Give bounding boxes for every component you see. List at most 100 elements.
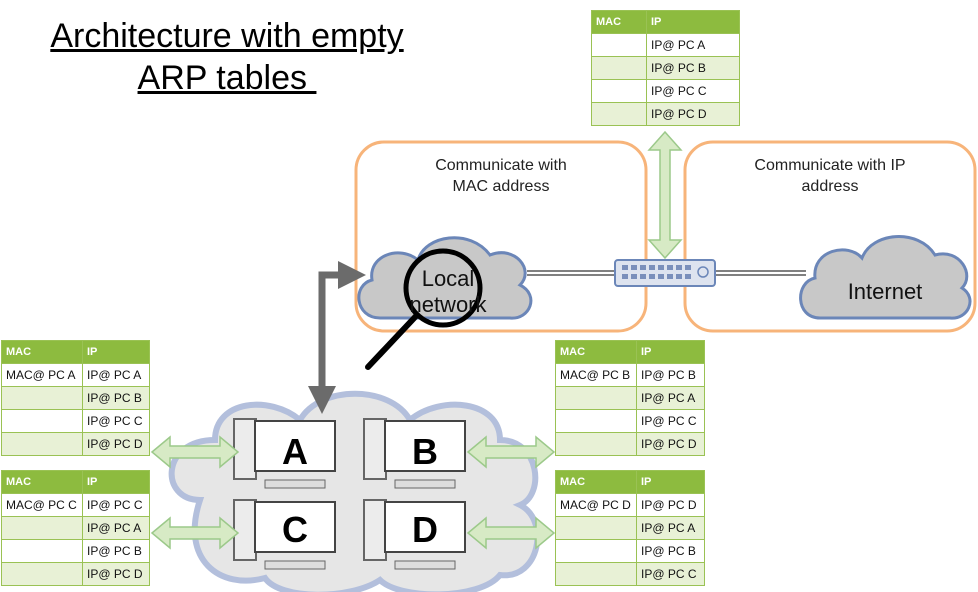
table-cell: IP@ PC D bbox=[636, 493, 705, 517]
ip-header: IP bbox=[636, 470, 705, 494]
pc-a-label: A bbox=[282, 431, 308, 472]
table-row: IP@ PC D bbox=[1, 432, 150, 456]
diagram-title-line-1: Architecture with empty bbox=[50, 17, 404, 55]
table-cell: IP@ PC A bbox=[82, 363, 150, 387]
desktop-pc-icon bbox=[363, 418, 466, 489]
table-cell bbox=[555, 539, 637, 563]
table-cell bbox=[1, 432, 83, 456]
table-row: IP@ PC B bbox=[591, 56, 740, 80]
lan-zone bbox=[354, 140, 648, 333]
table-row: IP@ PC C bbox=[1, 409, 150, 433]
table-row: IP@ PC A bbox=[591, 33, 740, 57]
desktop-pc-icon bbox=[363, 499, 466, 570]
mac-header: MAC bbox=[555, 340, 637, 364]
table-cell bbox=[1, 386, 83, 410]
ip-header: IP bbox=[636, 340, 705, 364]
table-cell bbox=[555, 386, 637, 410]
table-row: IP@ PC D bbox=[555, 432, 705, 456]
table-cell: IP@ PC B bbox=[646, 56, 740, 80]
pc-c-table-arrow bbox=[150, 516, 240, 550]
table-cell: MAC@ PC A bbox=[1, 363, 83, 387]
ip-header: IP bbox=[82, 340, 150, 364]
table-cell bbox=[1, 539, 83, 563]
pc-c-label: C bbox=[282, 509, 308, 550]
pc-group-cloud bbox=[168, 390, 541, 592]
table-row: IP@ PC A bbox=[555, 386, 705, 410]
internet-label: Internet bbox=[847, 279, 923, 304]
table-cell bbox=[1, 562, 83, 586]
table-row: IP@ PC A bbox=[555, 516, 705, 540]
table-cell bbox=[591, 33, 647, 57]
table-cell: IP@ PC A bbox=[636, 516, 705, 540]
table-cell bbox=[1, 516, 83, 540]
table-cell: IP@ PC C bbox=[636, 409, 705, 433]
table-cell: IP@ PC A bbox=[636, 386, 705, 410]
ip-header: IP bbox=[646, 10, 740, 34]
wan-zone bbox=[683, 140, 977, 333]
pc-a-table-arrow bbox=[150, 435, 240, 469]
network-switch-icon bbox=[614, 259, 716, 287]
table-cell: IP@ PC C bbox=[82, 493, 150, 517]
table-cell: MAC@ PC C bbox=[1, 493, 83, 517]
local-network-cloud bbox=[357, 236, 533, 320]
table-cell bbox=[591, 102, 647, 126]
wan-zone-label: Communicate with IP address bbox=[754, 157, 906, 195]
table-row: IP@ PC C bbox=[591, 79, 740, 103]
pc-d-table-arrow bbox=[466, 516, 556, 550]
table-cell: MAC@ PC D bbox=[555, 493, 637, 517]
table-cell bbox=[555, 432, 637, 456]
mac-header: MAC bbox=[555, 470, 637, 494]
table-cell: IP@ PC B bbox=[636, 363, 705, 387]
table-row: IP@ PC B bbox=[555, 539, 705, 563]
table-cell: IP@ PC B bbox=[636, 539, 705, 563]
table-cell: IP@ PC A bbox=[646, 33, 740, 57]
table-cell: IP@ PC D bbox=[646, 102, 740, 126]
table-row: IP@ PC C bbox=[555, 409, 705, 433]
table-cell bbox=[555, 409, 637, 433]
pc-d-label: D bbox=[412, 509, 438, 550]
table-cell: IP@ PC B bbox=[82, 539, 150, 563]
table-cell bbox=[591, 56, 647, 80]
pc-b-label: B bbox=[412, 431, 438, 472]
mac-header: MAC bbox=[1, 470, 83, 494]
table-cell: IP@ PC C bbox=[82, 409, 150, 433]
table-cell: IP@ PC D bbox=[636, 432, 705, 456]
table-row: IP@ PC B bbox=[1, 539, 150, 563]
table-cell bbox=[555, 562, 637, 586]
local-network-label: Local network bbox=[409, 266, 487, 317]
table-cell bbox=[591, 79, 647, 103]
pc-b-table-arrow bbox=[466, 435, 556, 469]
table-row: IP@ PC D bbox=[591, 102, 740, 126]
table-cell bbox=[1, 409, 83, 433]
zoom-connector-arrow bbox=[308, 261, 366, 414]
router-table-arrow bbox=[647, 130, 683, 260]
mac-header: MAC bbox=[591, 10, 647, 34]
mac-header: MAC bbox=[1, 340, 83, 364]
desktop-pc-icon bbox=[233, 499, 336, 570]
lan-zone-label: Communicate with MAC address bbox=[435, 157, 567, 195]
table-cell bbox=[555, 516, 637, 540]
table-row: IP@ PC C bbox=[555, 562, 705, 586]
table-cell: IP@ PC B bbox=[82, 386, 150, 410]
table-cell: IP@ PC D bbox=[82, 562, 150, 586]
magnifier-icon bbox=[365, 248, 483, 370]
table-cell: IP@ PC C bbox=[646, 79, 740, 103]
table-cell: IP@ PC C bbox=[636, 562, 705, 586]
table-row: IP@ PC A bbox=[1, 516, 150, 540]
table-cell: MAC@ PC B bbox=[555, 363, 637, 387]
table-cell: IP@ PC A bbox=[82, 516, 150, 540]
ip-header: IP bbox=[82, 470, 150, 494]
internet-cloud bbox=[799, 235, 972, 320]
table-cell: IP@ PC D bbox=[82, 432, 150, 456]
table-row: IP@ PC B bbox=[1, 386, 150, 410]
